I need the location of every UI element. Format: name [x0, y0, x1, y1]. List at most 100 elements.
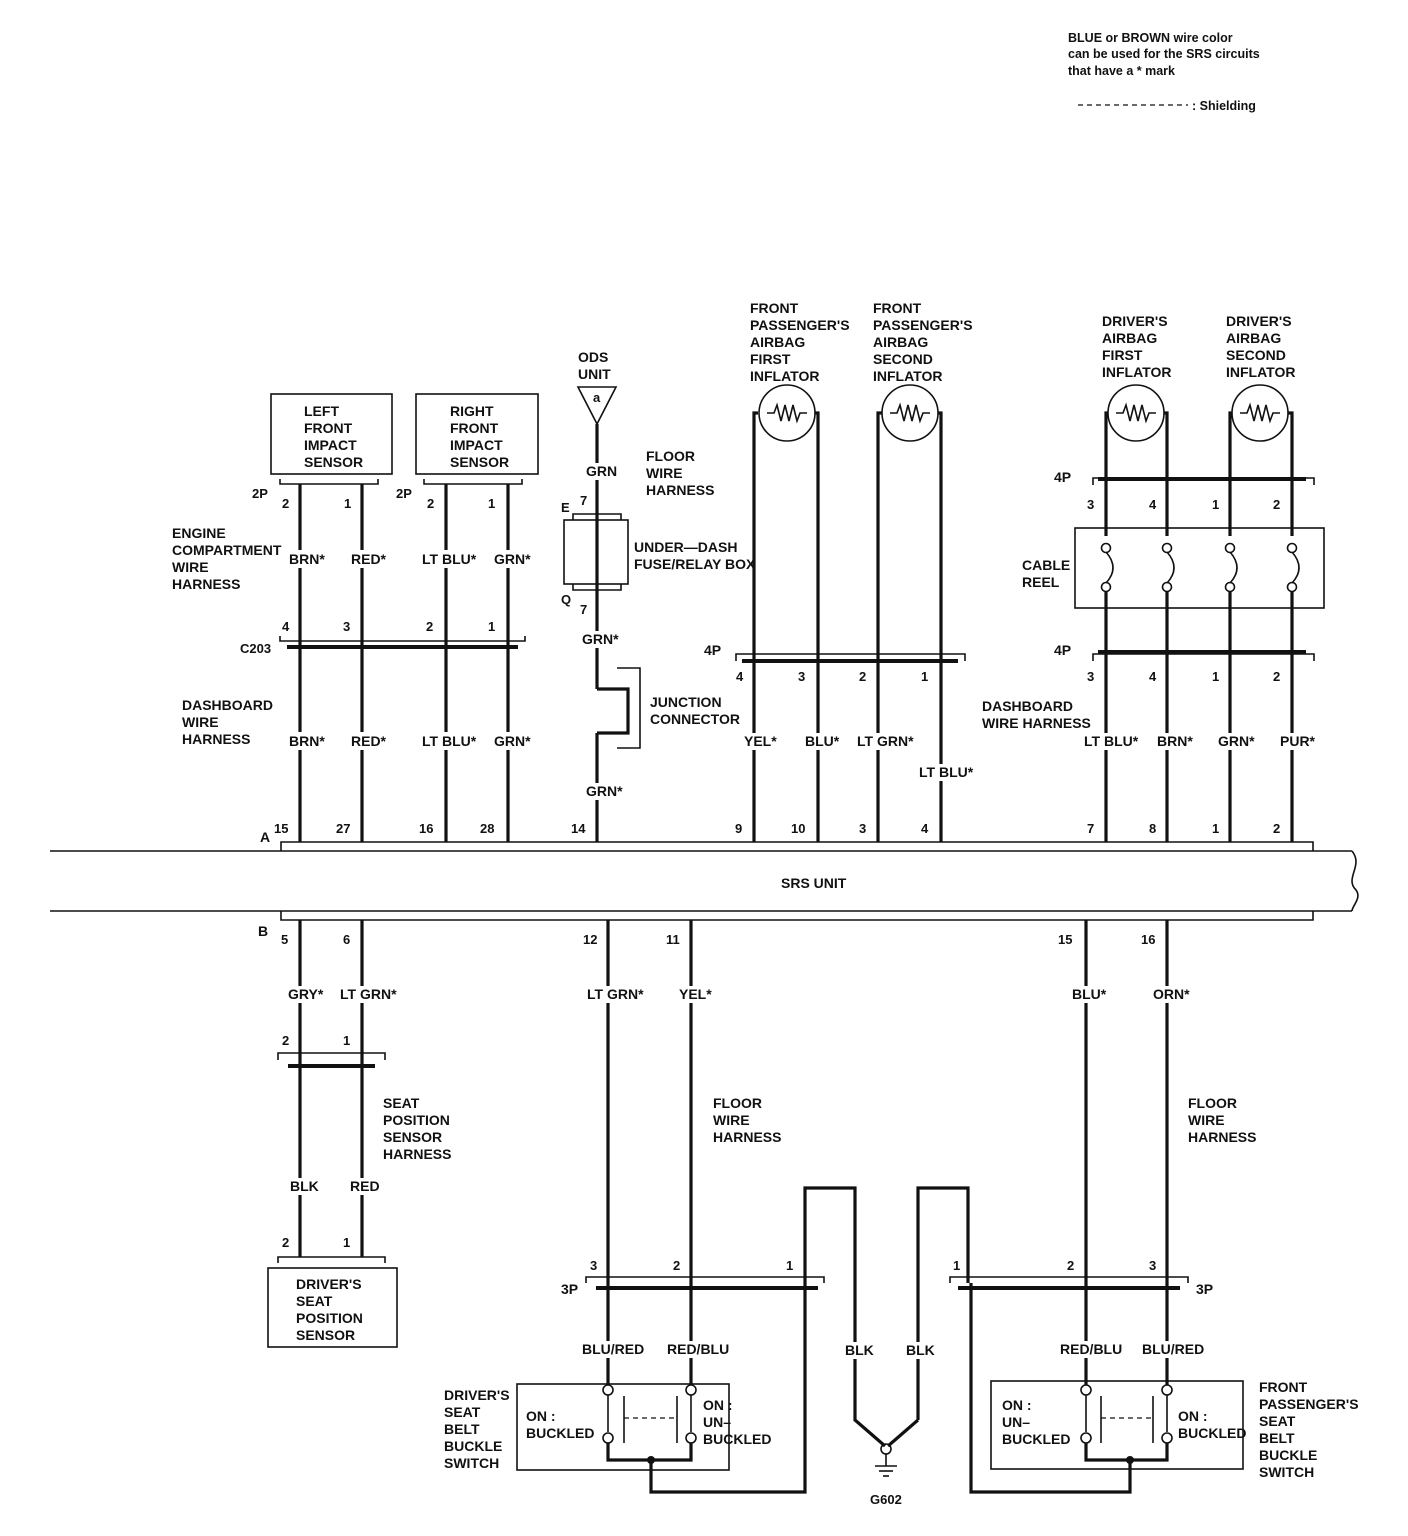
svg-text:4: 4	[1149, 669, 1157, 684]
floor-harness-mid-label: FLOOR WIRE HARNESS	[713, 1095, 781, 1145]
svg-text:12: 12	[583, 932, 597, 947]
fp-4p-label: 4P	[704, 642, 721, 658]
floor-harness-top-label: FLOOR WIRE HARNESS	[646, 448, 714, 498]
wire-fp-first-b	[815, 411, 820, 842]
connector-b-label: B	[258, 923, 268, 939]
svg-text:BUCKLED: BUCKLED	[703, 1431, 771, 1447]
svg-text:FLOOR: FLOOR	[713, 1095, 762, 1111]
svg-text:SEAT: SEAT	[296, 1293, 333, 1309]
svg-text:2: 2	[282, 1033, 289, 1048]
svg-text:SENSOR: SENSOR	[383, 1129, 442, 1145]
left-sensor-2p-connector	[279, 479, 379, 485]
svg-text:WIRE HARNESS: WIRE HARNESS	[982, 715, 1091, 731]
wire-color-label: PUR*	[1280, 733, 1316, 749]
svg-text:6: 6	[343, 932, 350, 947]
wire-fp-second-b	[938, 411, 943, 842]
svg-text:PASSENGER'S: PASSENGER'S	[873, 317, 973, 333]
svg-text:1: 1	[343, 1033, 350, 1048]
driver-seat-position-sensor: DRIVER'S SEAT POSITION SENSOR	[267, 1267, 398, 1348]
svg-text:FUSE/RELAY BOX: FUSE/RELAY BOX	[634, 556, 756, 572]
svg-text:POSITION: POSITION	[296, 1310, 363, 1326]
wire-color-label: GRN*	[1218, 733, 1255, 749]
svg-text:2: 2	[1273, 669, 1280, 684]
right-sensor-2p-label: 2P	[396, 486, 412, 501]
svg-text:SEAT: SEAT	[1259, 1413, 1296, 1429]
wire-color-label: BLK	[845, 1342, 874, 1358]
front-passenger-seat-belt-buckle-switch: ON : UN– BUCKLED ON : BUCKLED	[990, 1380, 1246, 1470]
svg-text:ENGINE: ENGINE	[172, 525, 226, 541]
left-sensor-2p-label: 2P	[252, 486, 268, 501]
svg-text:UNIT: UNIT	[578, 366, 611, 382]
srs-unit-label: SRS UNIT	[781, 875, 847, 891]
svg-text:FRONT: FRONT	[304, 420, 353, 436]
svg-text:2: 2	[282, 496, 289, 511]
svg-text:1: 1	[786, 1258, 793, 1273]
svg-text:DASHBOARD: DASHBOARD	[182, 697, 273, 713]
svg-text:3: 3	[1087, 669, 1094, 684]
wire-color-label: RED/BLU	[667, 1341, 729, 1357]
svg-text:28: 28	[480, 821, 494, 836]
srs-unit: SRS UNIT A B	[50, 829, 1359, 939]
svg-text:AIRBAG: AIRBAG	[750, 334, 805, 350]
svg-text:BELT: BELT	[1259, 1430, 1295, 1446]
drv-buckle-3p-connector	[585, 1276, 825, 1283]
svg-text:ON :: ON :	[526, 1408, 556, 1424]
color-note: BLUE or BROWN wire color can be used for…	[1068, 31, 1260, 78]
driver-seat-belt-buckle-switch: ON : BUCKLED ON : UN– BUCKLED	[516, 1383, 771, 1471]
svg-text:INFLATOR: INFLATOR	[1102, 364, 1171, 380]
wire-color-label: BLK	[290, 1178, 319, 1194]
svg-text:AIRBAG: AIRBAG	[873, 334, 928, 350]
left-front-impact-sensor: LEFT FRONT IMPACT SENSOR	[270, 393, 393, 475]
svg-text:WIRE: WIRE	[182, 714, 219, 730]
seat-position-harness-label: SEAT POSITION SENSOR HARNESS	[383, 1095, 451, 1162]
svg-text:LEFT: LEFT	[304, 403, 339, 419]
svg-text:2: 2	[673, 1258, 680, 1273]
svg-text:SECOND: SECOND	[1226, 347, 1286, 363]
svg-text:FIRST: FIRST	[750, 351, 791, 367]
svg-text:2: 2	[282, 1235, 289, 1250]
svg-text:: Shielding: : Shielding	[1192, 99, 1256, 113]
svg-text:2: 2	[427, 496, 434, 511]
svg-text:AIRBAG: AIRBAG	[1102, 330, 1157, 346]
ods-unit-symbol	[576, 386, 618, 426]
svg-text:DRIVER'S: DRIVER'S	[1226, 313, 1292, 329]
svg-text:SENSOR: SENSOR	[450, 454, 509, 470]
svg-text:15: 15	[1058, 932, 1072, 947]
svg-text:WIRE: WIRE	[646, 465, 683, 481]
svg-text:FRONT: FRONT	[450, 420, 499, 436]
svg-text:1: 1	[344, 496, 351, 511]
svg-text:BUCKLE: BUCKLE	[444, 1438, 502, 1454]
svg-text:WIRE: WIRE	[172, 559, 209, 575]
svg-text:1: 1	[921, 669, 928, 684]
svg-text:INFLATOR: INFLATOR	[750, 368, 819, 384]
wire-drv-first-a	[1104, 411, 1108, 536]
fp-3p-label: 3P	[1196, 1281, 1213, 1297]
driver-second-inflator: DRIVER'S AIRBAG SECOND INFLATOR	[1226, 313, 1295, 442]
wire-color-label: GRN*	[586, 783, 623, 799]
svg-text:POSITION: POSITION	[383, 1112, 450, 1128]
svg-text:1: 1	[1212, 821, 1219, 836]
svg-text:7: 7	[1087, 821, 1094, 836]
right-front-impact-sensor: RIGHT FRONT IMPACT SENSOR	[415, 393, 539, 475]
wire-color-label: LT GRN*	[857, 733, 914, 749]
srs-unit-break-edge	[1351, 850, 1359, 912]
svg-text:a: a	[593, 390, 601, 405]
svg-text:DRIVER'S: DRIVER'S	[296, 1276, 362, 1292]
svg-text:HARNESS: HARNESS	[172, 576, 240, 592]
svg-text:27: 27	[336, 821, 350, 836]
svg-text:REEL: REEL	[1022, 574, 1060, 590]
wire-color-label: RED	[350, 1178, 380, 1194]
c203-connector-top	[279, 636, 526, 642]
drv-top-4p-label: 4P	[1054, 469, 1071, 485]
svg-text:IMPACT: IMPACT	[450, 437, 503, 453]
svg-text:BELT: BELT	[444, 1421, 480, 1437]
svg-text:11: 11	[666, 932, 680, 947]
svg-text:2: 2	[1273, 821, 1280, 836]
svg-text:E: E	[561, 500, 570, 515]
under-dash-fuse-relay-box: 7 E Q 7 UNDER—DASH FUSE/RELAY BOX	[561, 493, 756, 617]
svg-text:1: 1	[953, 1258, 960, 1273]
svg-text:ODS: ODS	[578, 349, 608, 365]
wire-color-label: LT BLU*	[919, 764, 974, 780]
svg-text:ON :: ON :	[1178, 1408, 1208, 1424]
svg-text:FIRST: FIRST	[1102, 347, 1143, 363]
